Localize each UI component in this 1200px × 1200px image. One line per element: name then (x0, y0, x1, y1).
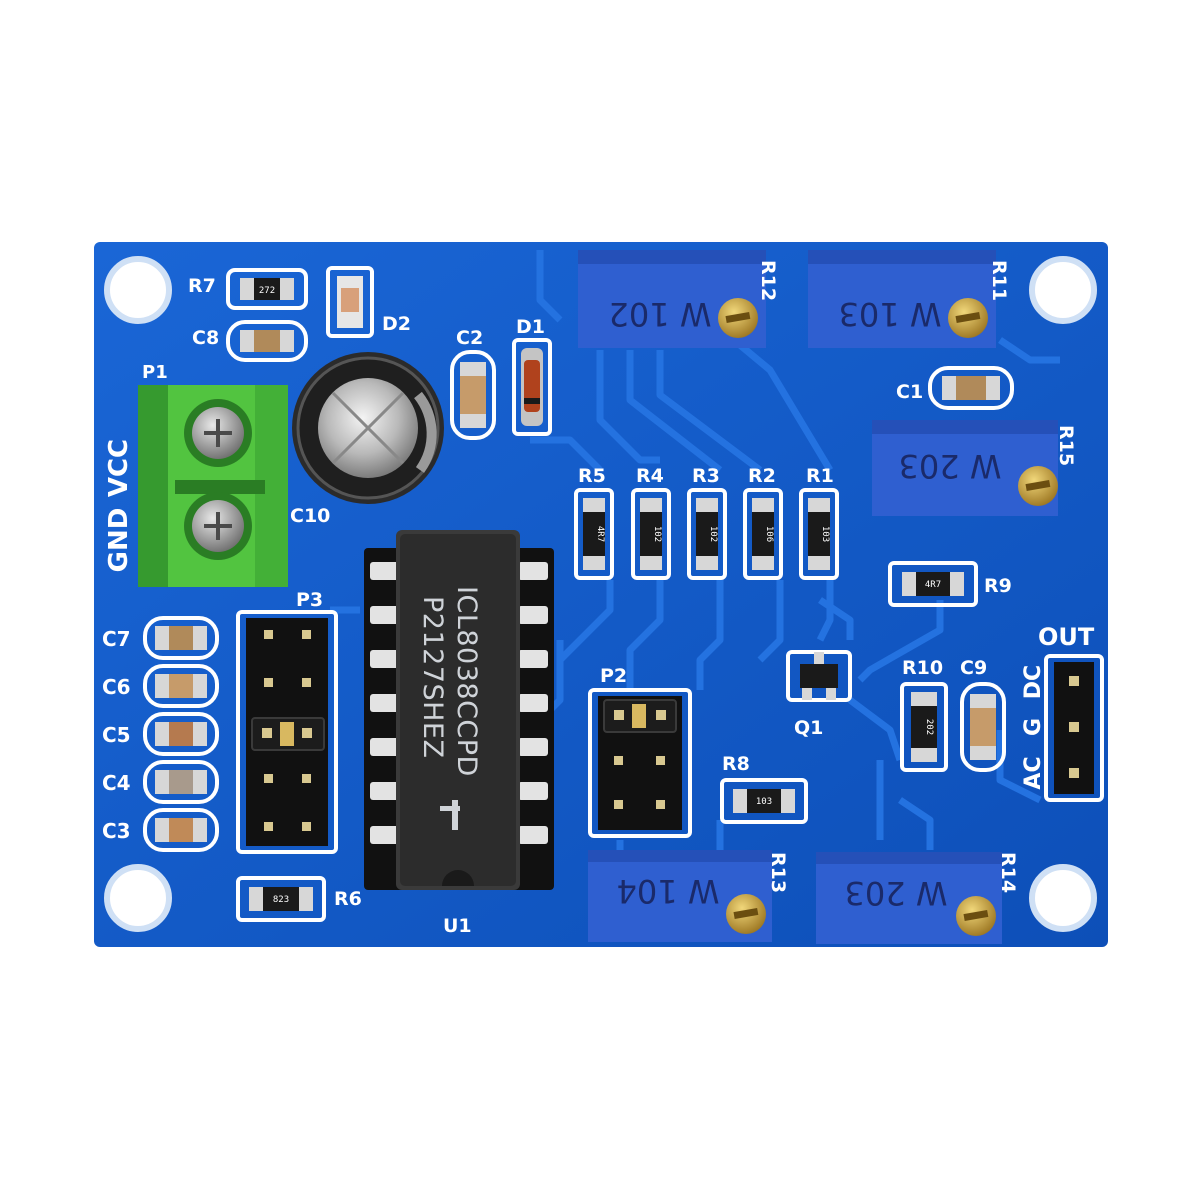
label-r15: R15 (1055, 425, 1077, 466)
label-g: G (1021, 718, 1046, 736)
label-p2: P2 (600, 665, 627, 687)
smd-r3: 102 (687, 488, 727, 580)
ic-u1: ICL8038CCPD P2127SHEZ (364, 530, 554, 890)
terminal-block (138, 385, 288, 587)
label-c8: C8 (192, 327, 219, 349)
smd-c4 (143, 760, 219, 804)
label-r10: R10 (902, 657, 943, 679)
label-vcc: VCC (104, 439, 134, 497)
label-r6: R6 (334, 888, 362, 910)
pin-header-p3[interactable] (236, 610, 338, 854)
smd-r5: 4R7 (574, 488, 614, 580)
trimpot-r14: W 203 (816, 852, 1002, 944)
pot-marking-r13: W 104 (617, 872, 720, 910)
marking-r4: 102 (652, 526, 662, 542)
label-r13: R13 (767, 852, 789, 893)
marking-r6: 823 (273, 895, 289, 905)
label-out: OUT (1038, 623, 1095, 651)
trimpot-r11: W 103 (808, 250, 996, 348)
resistor-row: 4R7 102 102 106 103 (574, 488, 839, 580)
label-dc: DC (1021, 665, 1046, 699)
label-d2: D2 (382, 313, 411, 335)
trimpot-r15: W 203 (872, 420, 1058, 516)
label-q1: Q1 (794, 717, 823, 739)
label-r4: R4 (636, 465, 664, 487)
pot-marking-r14: W 203 (845, 874, 948, 912)
smd-r1: 103 (799, 488, 839, 580)
label-u1: U1 (443, 915, 472, 937)
diode-d1 (512, 338, 552, 436)
marking-r10: 202 (924, 719, 934, 735)
pot-marking-r11: W 103 (839, 295, 942, 333)
chip-marking-line1: ICL8038CCPD (451, 586, 482, 777)
smd-r9: 4R7 (888, 561, 978, 607)
pot-marking-r12: W 102 (609, 295, 712, 333)
smd-c6 (143, 664, 219, 708)
smd-r8: 103 (720, 778, 808, 824)
smd-r2: 106 (743, 488, 783, 580)
marking-r7: 272 (259, 286, 275, 296)
trimpot-r13: W 104 (588, 850, 772, 942)
label-r9: R9 (984, 575, 1012, 597)
ic-pins-right (518, 562, 548, 844)
smd-c5 (143, 712, 219, 756)
smd-r4: 102 (631, 488, 671, 580)
marking-r8: 103 (756, 797, 772, 807)
marking-r1: 103 (820, 526, 830, 542)
marking-r2: 106 (764, 526, 774, 542)
label-c6: C6 (102, 675, 131, 699)
marking-r9: 4R7 (925, 580, 941, 590)
label-c4: C4 (102, 771, 131, 795)
label-r5: R5 (578, 465, 606, 487)
led-d2 (326, 266, 374, 338)
label-r2: R2 (748, 465, 776, 487)
label-r12: R12 (757, 260, 779, 301)
pot-marking-r15: W 203 (899, 447, 1002, 485)
mounting-holes (104, 256, 1097, 932)
trimpot-r12: W 102 (578, 250, 766, 348)
label-c1: C1 (896, 381, 923, 403)
label-c10: C10 (290, 505, 330, 527)
electrolytic-capacitor (292, 352, 444, 504)
ic-pins-left (370, 562, 400, 844)
label-r7: R7 (188, 275, 216, 297)
label-r3: R3 (692, 465, 720, 487)
label-r14: R14 (997, 852, 1019, 893)
smd-c8 (226, 320, 308, 362)
label-c2: C2 (456, 327, 483, 349)
smd-c9 (960, 682, 1006, 772)
marking-r5: 4R7 (595, 526, 605, 542)
label-p1: P1 (142, 362, 168, 383)
chip-marking-line2: P2127SHEZ (417, 596, 448, 759)
label-c7: C7 (102, 627, 131, 651)
manufacturer-logo-icon (440, 800, 460, 830)
smd-r10: 202 (900, 682, 948, 772)
smd-r6: 823 (236, 876, 326, 922)
smd-r7: 272 (226, 268, 308, 310)
pin-header-p2[interactable] (588, 688, 692, 838)
label-r8: R8 (722, 753, 750, 775)
smd-c1 (928, 366, 1014, 410)
smd-c7 (143, 616, 219, 660)
smd-c3 (143, 808, 219, 852)
label-gnd: GND (104, 508, 134, 573)
marking-r3: 102 (708, 526, 718, 542)
output-header[interactable] (1044, 654, 1104, 802)
label-c5: C5 (102, 723, 131, 747)
label-p3: P3 (296, 589, 323, 611)
transistor-q1 (786, 650, 852, 702)
label-ac: AC (1021, 756, 1046, 789)
smd-c2 (450, 350, 496, 440)
label-c9: C9 (960, 657, 987, 679)
label-c3: C3 (102, 819, 131, 843)
label-r11: R11 (988, 260, 1010, 301)
capacitor-column (143, 616, 219, 852)
label-r1: R1 (806, 465, 834, 487)
label-d1: D1 (516, 316, 545, 338)
